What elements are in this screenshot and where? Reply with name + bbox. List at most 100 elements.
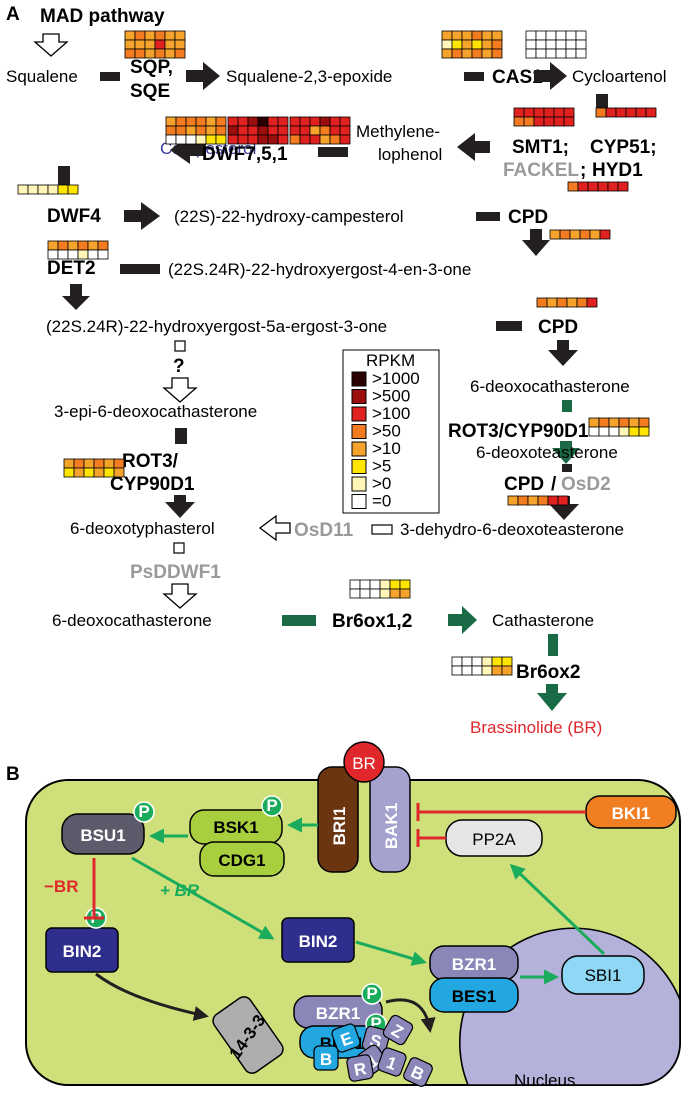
heatmap-cell — [441, 39, 453, 50]
heatmap-cell — [277, 134, 289, 145]
enzyme-cpd-2: CPD — [538, 317, 578, 338]
plus-br-label: + BR — [160, 881, 200, 900]
heatmap-cell — [535, 39, 547, 50]
heatmap-cell — [525, 48, 537, 59]
conversion-bar — [318, 147, 348, 157]
fragment-letter: B — [320, 1050, 332, 1069]
heatmap-cell — [175, 134, 187, 145]
enzyme-osd2: OsD2 — [561, 474, 611, 495]
heatmap-cell — [555, 30, 567, 41]
heatmap-cell — [618, 426, 630, 437]
pp2a-label: PP2A — [472, 830, 516, 849]
heatmap-cell — [451, 665, 463, 676]
heatmap-cell — [545, 48, 557, 59]
heatmap-cell — [215, 125, 227, 136]
arrow-down-green — [537, 684, 567, 711]
heatmap-cell — [67, 240, 79, 251]
heatmap-cell — [461, 39, 473, 50]
heatmap-cell — [481, 39, 493, 50]
bki1-label: BKI1 — [612, 804, 651, 823]
heatmap-cell — [491, 656, 503, 667]
heatmap-cell — [501, 656, 513, 667]
heatmap-cell — [103, 467, 115, 478]
heatmap-cell — [57, 240, 69, 251]
br-ligand — [343, 741, 385, 783]
arrow-right — [186, 62, 220, 90]
heatmap-cell — [185, 125, 197, 136]
legend-title: RPKM — [366, 351, 415, 370]
heatmap-cell — [379, 588, 391, 599]
compound-dehydro: 3-dehydro-6-deoxoteasterone — [400, 520, 624, 539]
heatmap-cell — [605, 107, 617, 118]
enzyme-semicolon: ; — [580, 160, 586, 181]
heatmap-cell — [579, 229, 591, 240]
heatmap-cell — [267, 116, 279, 127]
heatmap-cell — [257, 116, 269, 127]
heatmap-cell — [257, 134, 269, 145]
legend-label: >500 — [372, 387, 410, 406]
heatmap-cell — [451, 656, 463, 667]
heatmap-cell — [165, 125, 177, 136]
heatmap-cell — [513, 107, 525, 118]
compound-epi-6-deoxo: 3-epi-6-deoxocathasterone — [54, 402, 257, 421]
heatmap-cell — [134, 48, 146, 59]
heatmap-cell — [595, 107, 607, 118]
compound-squalene: Squalene — [6, 67, 78, 86]
heatmap-cell — [237, 125, 249, 136]
conversion-bar-green — [282, 615, 316, 626]
sbi1-label: SBI1 — [585, 966, 622, 985]
arrow-left — [170, 134, 206, 164]
heatmap-cell — [185, 116, 197, 127]
heatmap-cell — [103, 458, 115, 469]
heatmap-cell — [165, 116, 177, 127]
heatmap-cell — [451, 30, 463, 41]
heatmap-cell — [379, 579, 391, 590]
heatmap-cell — [575, 30, 587, 41]
heatmap-cell — [339, 134, 351, 145]
heatmap-cell — [389, 579, 401, 590]
heatmap-cell — [93, 467, 105, 478]
heatmap-cell — [525, 30, 537, 41]
bin2-to-1433-arrow — [95, 972, 209, 1021]
open-arrow-down — [33, 33, 69, 57]
heatmap-cell — [399, 579, 411, 590]
heatmap-cell — [589, 229, 601, 240]
conversion-bar — [100, 72, 120, 81]
heatmap-cell — [87, 249, 99, 260]
heatmap-cell — [185, 134, 197, 145]
enzyme-cyp51: CYP51; — [590, 137, 657, 158]
heatmap-cell — [461, 665, 473, 676]
enzyme-dwf4: DWF4 — [47, 206, 101, 227]
phosphate-circle — [133, 801, 155, 823]
heatmap-cell — [481, 656, 493, 667]
heatmap-cell — [47, 240, 59, 251]
heatmap-cell — [481, 48, 493, 59]
heatmap-cell — [501, 665, 513, 676]
heatmap-cell — [537, 495, 549, 506]
heatmap-cell — [513, 116, 525, 127]
heatmap-cell — [27, 184, 39, 195]
activate-bin2-bzr1 — [355, 940, 427, 966]
heatmap-cell — [588, 417, 600, 428]
enzyme-rot3-left-1: ROT3/ — [122, 451, 179, 472]
bzr1-nucleus-label: BZR1 — [452, 955, 496, 974]
open-arrow-down — [162, 377, 198, 403]
heatmap-cell — [507, 495, 519, 506]
heatmap-cell — [461, 30, 473, 41]
heatmap-cell — [174, 30, 186, 41]
heatmap-cell — [134, 39, 146, 50]
enzyme-hyd1: HYD1 — [592, 160, 643, 181]
heatmap-cell — [549, 229, 561, 240]
legend-label: =0 — [372, 492, 391, 511]
bin2-active — [281, 917, 355, 963]
heatmap-cell — [289, 116, 301, 127]
cdg1-protein — [199, 841, 285, 877]
bak1-label: BAK1 — [382, 803, 401, 849]
heatmap-cell — [533, 107, 545, 118]
fragment: R — [346, 1054, 374, 1082]
heatmap-cell — [144, 39, 156, 50]
heatmap-cell — [195, 125, 207, 136]
legend-swatch — [351, 371, 367, 387]
heatmap-cell — [645, 107, 657, 118]
heatmap-cell — [638, 417, 650, 428]
